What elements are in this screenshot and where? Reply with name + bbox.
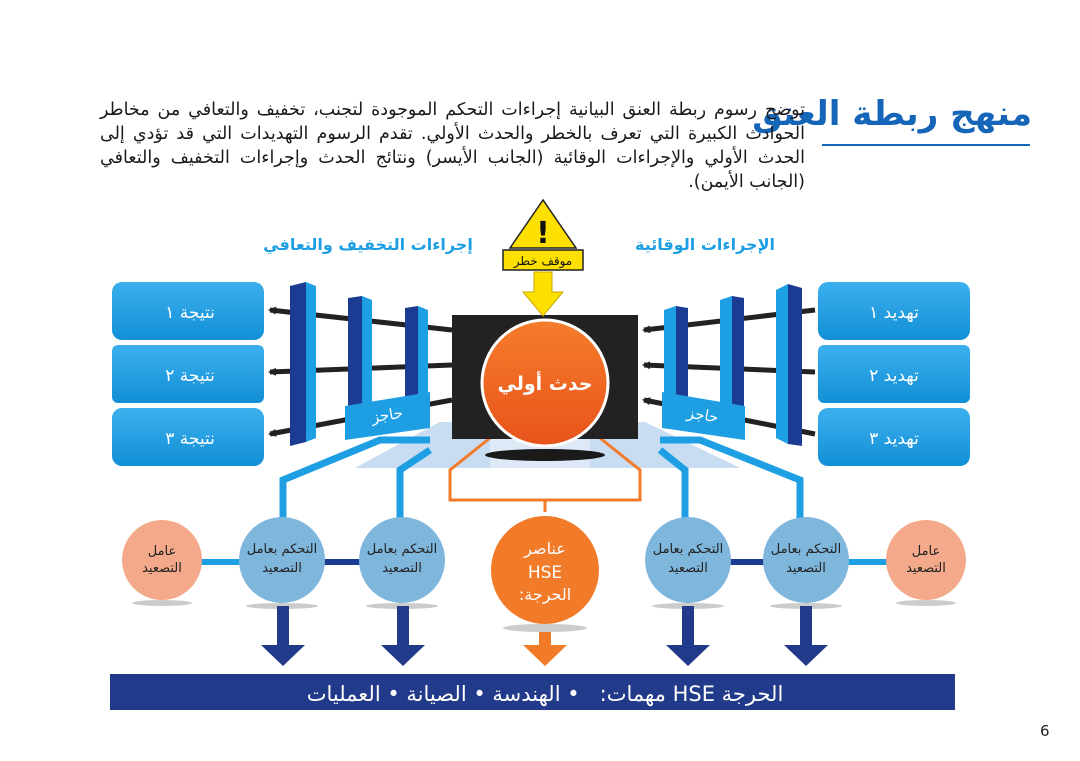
hazard-warning-icon: [508, 198, 578, 249]
escalation-control-4-line2: التصعيد: [786, 561, 826, 576]
escalation-control-4-line1: التحكم بعامل: [771, 542, 842, 557]
escalation-factor-left-line2: التصعيد: [142, 561, 182, 576]
escalation-factor-circle-right: [886, 520, 966, 600]
threat-box-3: [818, 408, 970, 466]
escalation-control-3-line2: التصعيد: [668, 561, 708, 576]
hse-element-circle: [491, 516, 599, 624]
hse-tasks-text: الحرجة HSE مهمات: • الهندسة • الصيانة • …: [307, 682, 784, 706]
page-title: منهج ربطة العنق: [752, 94, 1032, 134]
hazard-label-box: [502, 249, 584, 271]
top-event-circle: [480, 318, 610, 448]
barrier-left-3: [405, 306, 418, 400]
escalation-control-circle-4: [763, 517, 849, 603]
escalation-control-2-line1: التحكم بعامل: [367, 542, 438, 557]
escalation-controls: التحكم بعامل التصعيد التحكم بعامل التصعي…: [239, 517, 849, 603]
escalation-factor-circle-left: [122, 520, 202, 600]
hazard-exclamation: !: [536, 216, 550, 251]
consequence-label-3: نتيجة ٣: [165, 429, 215, 449]
barrier-right-1: [664, 306, 676, 398]
barrier-left-2-face: [362, 296, 372, 412]
down-arrows: [261, 606, 828, 666]
threat-label-3: تهديد ٣: [869, 429, 919, 449]
connector-lines-right: [657, 436, 804, 520]
barrier-right-2: [720, 296, 732, 412]
threat-label-2: تهديد ٢: [869, 366, 919, 386]
top-event-shadow: [485, 449, 605, 461]
hazard-label: موقف خطر: [513, 254, 572, 269]
intro-paragraph: توضح رسوم ربطة العنق البيانية إجراءات ال…: [100, 100, 805, 192]
escalation-control-circle-2: [359, 517, 445, 603]
consequence-box-1: [112, 282, 264, 340]
barrier-left-2: [348, 296, 362, 414]
down-arrow-2: [381, 606, 425, 666]
threat-box-2: [818, 345, 970, 403]
barrier-label-left: حاجز: [369, 404, 404, 427]
escalation-control-1-line2: التصعيد: [262, 561, 302, 576]
barrier-right-label-bg: [662, 392, 745, 440]
hse-element-line2: HSE: [528, 563, 562, 583]
title-underline: [822, 144, 1030, 146]
down-arrow-3: [666, 606, 710, 666]
down-arrow-1: [261, 606, 305, 666]
down-arrow-4: [784, 606, 828, 666]
preventive-measures-label: الإجراءات الوقائية: [635, 235, 775, 254]
escalation-factor-left-line1: عامل: [148, 544, 177, 559]
barrier-right-2-face: [732, 296, 744, 414]
barrier-right-3: [776, 284, 788, 444]
mitigation-barriers: حاجز: [290, 282, 430, 446]
hse-element-line3: الحرجة:: [519, 585, 571, 605]
consequence-label-2: نتيجة ٢: [165, 366, 215, 386]
hse-tasks-bar: [110, 674, 955, 710]
barrier-left-3-face: [418, 306, 428, 398]
hse-element-shadow: [503, 624, 587, 632]
escalation-factor-right-line1: عامل: [912, 544, 941, 559]
consequence-label-1: نتيجة ١: [165, 303, 215, 323]
connector-lines-left: [279, 436, 432, 520]
escalation-control-circle-1: [239, 517, 325, 603]
hse-element-line1: عناصر: [523, 539, 566, 559]
barrier-right-3-face: [788, 284, 802, 446]
escalation-factor-right-line2: التصعيد: [906, 561, 946, 576]
hazard-arrow: [521, 271, 565, 317]
barrier-left-1: [290, 282, 306, 446]
consequence-box-2: [112, 345, 264, 403]
mitigation-measures-label: إجراءات التخفيف والتعافي: [263, 235, 473, 255]
consequence-box-group: نتيجة ١ نتيجة ٢ نتيجة ٣: [112, 282, 264, 466]
escalation-control-3-line1: التحكم بعامل: [653, 542, 724, 557]
barrier-left-label-bg: [345, 392, 430, 440]
page-number: 6: [1040, 722, 1050, 740]
top-event-label: حدث أولي: [497, 371, 592, 395]
threat-label-1: تهديد ١: [869, 303, 919, 323]
consequence-box-3: [112, 408, 264, 466]
barrier-left-1-face: [306, 282, 316, 442]
barrier-right-1-face: [676, 306, 688, 400]
escalation-control-1-line1: التحكم بعامل: [247, 542, 318, 557]
threat-box-1: [818, 282, 970, 340]
threat-box-group: تهديد ١ تهديد ٢ تهديد ٣: [818, 282, 970, 466]
preventive-barriers: حاجز: [662, 284, 802, 446]
escalation-control-circle-3: [645, 517, 731, 603]
down-arrow-hse: [523, 632, 567, 666]
barrier-label-right: حاجز: [685, 404, 720, 427]
escalation-control-2-line2: التصعيد: [382, 561, 422, 576]
